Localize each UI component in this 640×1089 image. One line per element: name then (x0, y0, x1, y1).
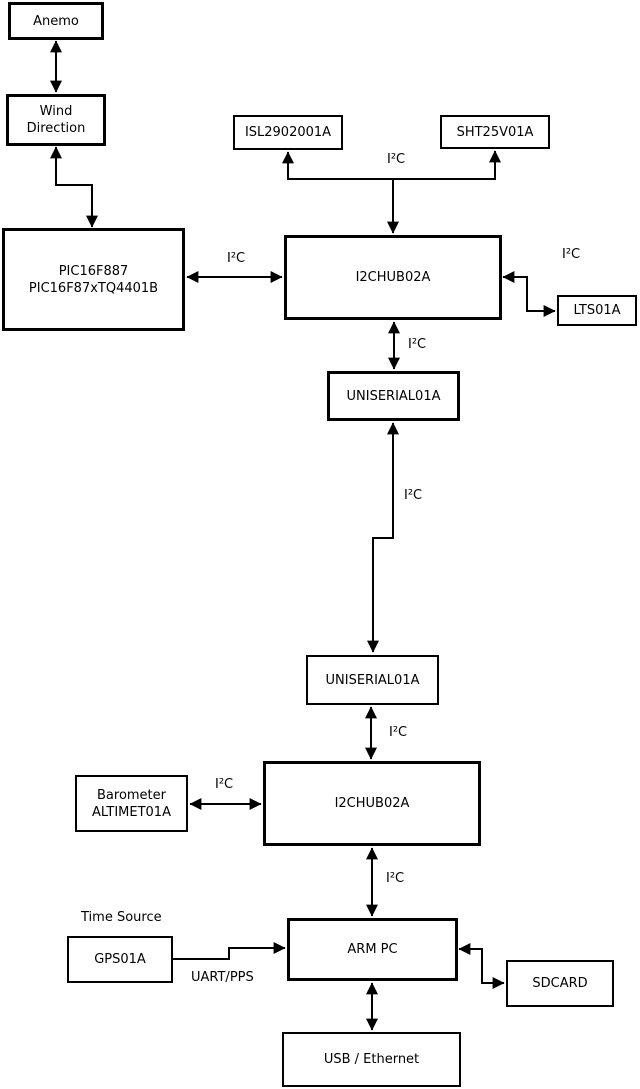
box-i2chub02a-top: I2CHUB02A (284, 235, 502, 320)
box-arm-pc-label: ARM PC (347, 942, 398, 957)
box-anemo: Anemo (8, 2, 104, 40)
edge-label-i2c-hub-lts: I²C (562, 247, 581, 262)
box-uniserial01a-top-label: UNISERIAL01A (346, 388, 441, 404)
edge-label-i2c-uniserial-link: I²C (404, 488, 423, 503)
wire-hub1-lts (502, 271, 556, 317)
box-gps01a-label: GPS01A (94, 952, 146, 967)
edge-label-i2c-hub-armpc: I²C (386, 871, 405, 886)
box-gps01a: GPS01A (67, 936, 173, 983)
box-i2chub02a-bottom-label: I2CHUB02A (334, 796, 410, 811)
edge-label-i2c-pic-hub: I²C (227, 251, 246, 266)
box-usb-ethernet: USB / Ethernet (282, 1032, 461, 1087)
wire-winddirection-pic (50, 146, 98, 228)
box-barometer: Barometer ALTIMET01A (75, 775, 188, 832)
wire-uniserial1-uniserial2 (367, 422, 399, 653)
box-sht25v01a-label: SHT25V01A (456, 124, 534, 140)
box-uniserial01a-bottom-label: UNISERIAL01A (325, 672, 420, 688)
box-barometer-label: Barometer ALTIMET01A (92, 787, 171, 820)
box-lts01a-label: LTS01A (573, 303, 621, 318)
wire-gps-armpc (173, 942, 286, 960)
box-anemo-label: Anemo (33, 13, 79, 29)
box-usb-ethernet-label: USB / Ethernet (323, 1052, 420, 1067)
box-sdcard-label: SDCARD (532, 976, 588, 991)
edge-label-i2c-hub-uniserial-top: I²C (408, 337, 427, 352)
box-pic-label: PIC16F887 PIC16F87xTQ4401B (28, 263, 159, 296)
edge-label-i2c-sensors-bus: I²C (387, 152, 406, 167)
box-wind-direction: Wind Direction (6, 94, 106, 146)
box-isl2902001a: ISL2902001A (233, 115, 343, 150)
box-i2chub02a-bottom: I2CHUB02A (263, 761, 481, 846)
edge-label-uart-pps: UART/PPS (191, 970, 254, 985)
box-sdcard: SDCARD (506, 960, 614, 1007)
box-sht25v01a: SHT25V01A (440, 115, 550, 149)
box-lts01a: LTS01A (557, 295, 637, 326)
box-i2chub02a-top-label: I2CHUB02A (355, 270, 431, 285)
box-pic: PIC16F887 PIC16F87xTQ4401B (2, 228, 185, 331)
wire-armpc-sdcard (458, 943, 505, 989)
box-isl2902001a-label: ISL2902001A (244, 125, 332, 140)
label-time-source: Time Source (81, 910, 162, 925)
edge-label-i2c-barometer-hub: I²C (215, 777, 234, 792)
edge-label-i2c-uniserial-hub-bottom: I²C (389, 725, 408, 740)
box-uniserial01a-top: UNISERIAL01A (327, 371, 460, 421)
box-arm-pc: ARM PC (287, 918, 458, 981)
box-wind-direction-label: Wind Direction (26, 104, 86, 136)
box-uniserial01a-bottom: UNISERIAL01A (306, 655, 439, 705)
